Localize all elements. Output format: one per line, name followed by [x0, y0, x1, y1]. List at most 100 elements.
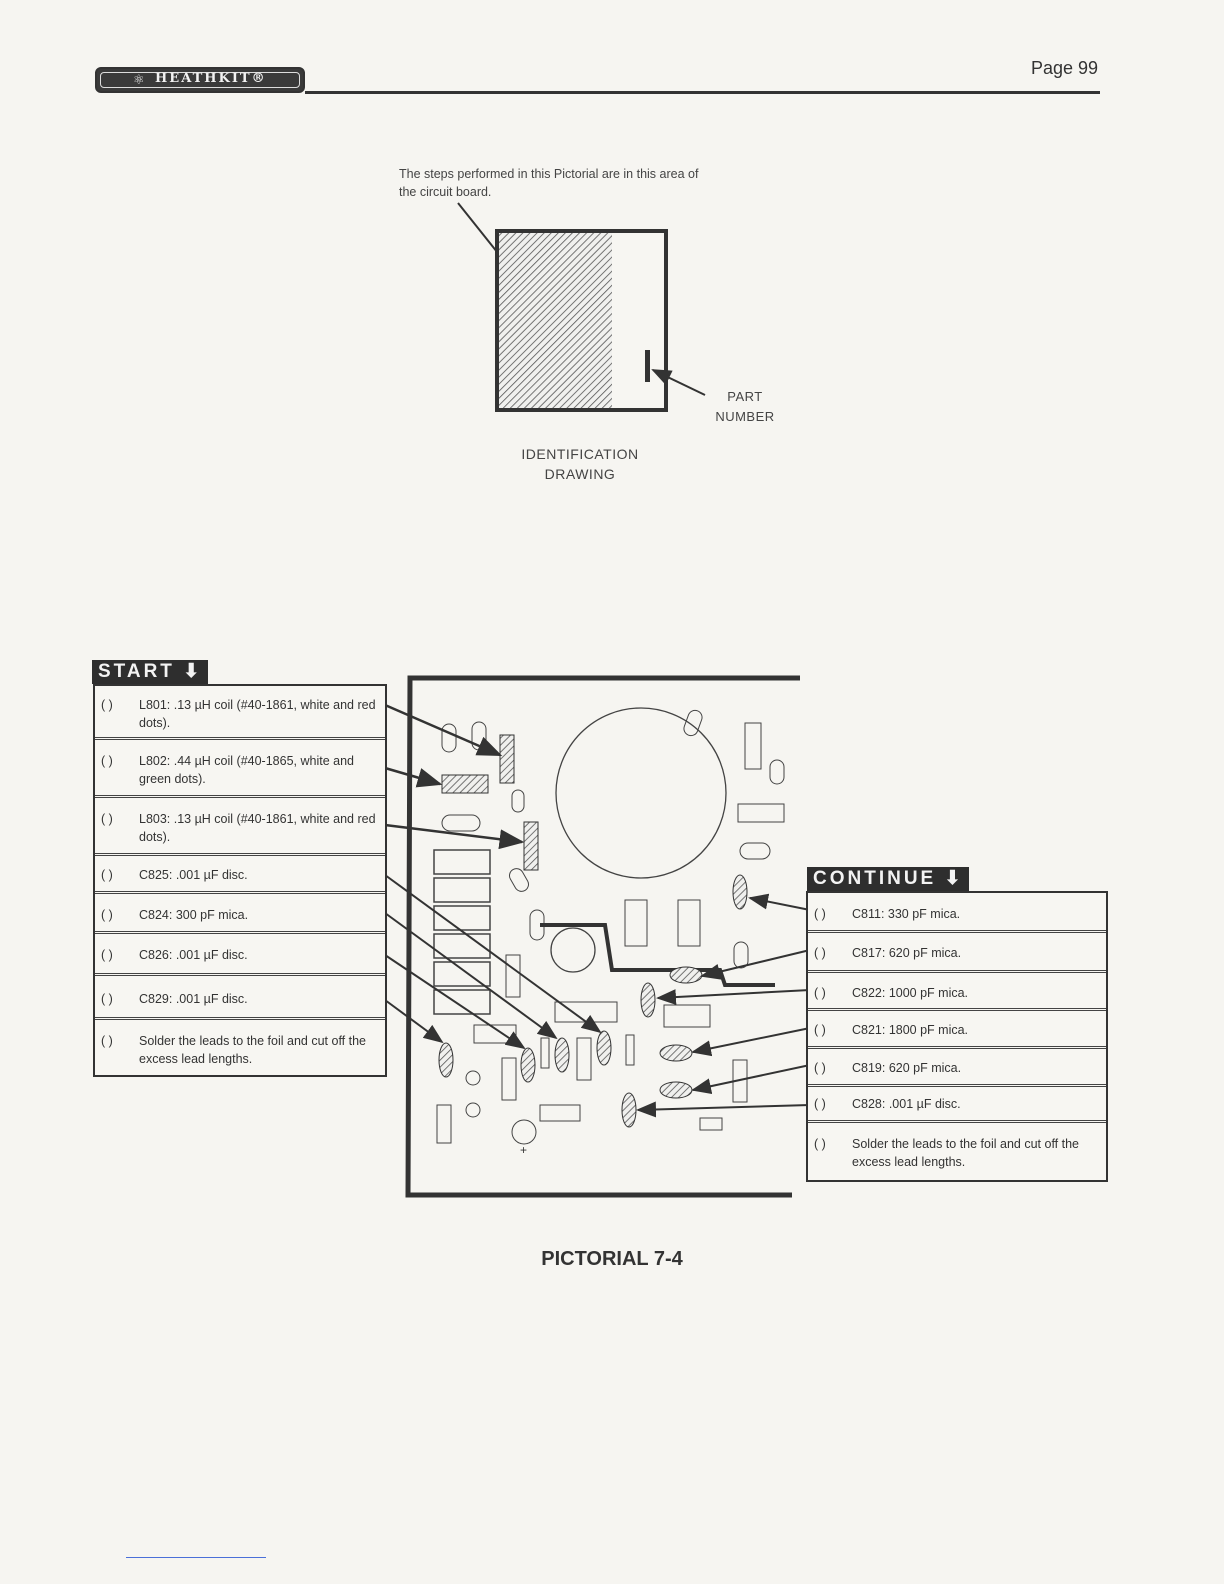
- arrow-l802: [384, 766, 443, 788]
- step-text: C822: 1000 pF mica.: [852, 986, 969, 1000]
- capacitor-c824: [554, 1037, 570, 1073]
- continue-step-list: ( ) C811: 330 pF mica. ( ) C817: 620 pF …: [806, 891, 1108, 1182]
- pad-outline: [465, 1070, 481, 1086]
- list-item[interactable]: ( ) C824: 300 pF mica.: [95, 894, 385, 934]
- step-checkbox[interactable]: ( ): [101, 754, 113, 768]
- circuit-board-pictorial: +: [384, 675, 811, 1198]
- identification-caption: IDENTIFICATION DRAWING: [521, 446, 639, 482]
- heathkit-logo: ⚛ HEATHKIT®: [95, 67, 305, 93]
- pad-oval: [509, 868, 529, 892]
- step-text: Solder the leads to the foil and cut off…: [852, 1137, 1080, 1169]
- arrow-c819: [691, 1064, 811, 1095]
- step-text: C824: 300 pF mica.: [139, 908, 249, 922]
- step-text: C819: 620 pF mica.: [852, 1061, 962, 1075]
- logo-text: HEATHKIT®: [155, 71, 267, 86]
- list-item[interactable]: ( ) C811: 330 pF mica.: [808, 893, 1106, 933]
- list-item[interactable]: ( ) C819: 620 pF mica.: [808, 1049, 1106, 1087]
- capacitor-c817: [669, 966, 703, 984]
- pad-oval: [683, 709, 703, 737]
- pad-oval: [441, 814, 481, 832]
- capacitor-outline: [511, 1119, 537, 1145]
- coil-l802: [441, 774, 489, 794]
- capacitor-c829: [438, 1042, 454, 1078]
- coil-l801: [499, 734, 515, 784]
- step-checkbox[interactable]: ( ): [814, 1023, 826, 1037]
- arrow-c824: [384, 912, 558, 1040]
- component-box: [501, 1057, 517, 1101]
- atom-icon: ⚛: [133, 72, 145, 87]
- component-box: [677, 899, 701, 947]
- step-text: L803: .13 µH coil (#40-1861, white and r…: [139, 812, 376, 844]
- list-item[interactable]: ( ) Solder the leads to the foil and cut…: [808, 1123, 1106, 1180]
- list-item[interactable]: ( ) C822: 1000 pF mica.: [808, 973, 1106, 1011]
- capacitor-c822: [640, 982, 656, 1018]
- diode-outline: [625, 1034, 635, 1066]
- list-item[interactable]: ( ) C817: 620 pF mica.: [808, 933, 1106, 973]
- step-text: C828: .001 µF disc.: [852, 1097, 961, 1111]
- page-number: Page 99: [1030, 58, 1098, 78]
- arrow-l801: [384, 703, 503, 757]
- list-item[interactable]: ( ) L803: .13 µH coil (#40-1861, white a…: [95, 798, 385, 856]
- component-box: [624, 899, 648, 947]
- component-block: [433, 961, 491, 987]
- step-checkbox[interactable]: ( ): [101, 992, 113, 1006]
- diode-outline: [540, 1037, 550, 1069]
- step-text: C829: .001 µF disc.: [139, 992, 248, 1006]
- pad-oval: [511, 789, 525, 813]
- step-text: C811: 330 pF mica.: [852, 907, 961, 921]
- step-checkbox[interactable]: ( ): [101, 908, 113, 922]
- part-number-arrow: [651, 369, 706, 396]
- list-item[interactable]: ( ) C825: .001 µF disc.: [95, 856, 385, 894]
- header-rule: [305, 91, 1100, 94]
- down-arrow-icon: ⬇: [174, 661, 203, 682]
- identification-note: The steps performed in this Pictorial ar…: [399, 167, 699, 199]
- step-checkbox[interactable]: ( ): [814, 907, 826, 921]
- list-item[interactable]: ( ) C826: .001 µF disc.: [95, 934, 385, 976]
- arrow-c811: [748, 893, 811, 911]
- step-checkbox[interactable]: ( ): [101, 948, 113, 962]
- step-checkbox[interactable]: ( ): [814, 1097, 826, 1111]
- arrow-c821: [691, 1027, 811, 1057]
- step-checkbox[interactable]: ( ): [814, 1137, 826, 1151]
- capacitor-c811: [732, 874, 748, 910]
- foil-trace: [540, 923, 775, 987]
- component-block: [433, 849, 491, 875]
- plus-mark: +: [520, 1143, 527, 1157]
- component-box: [737, 803, 785, 823]
- step-checkbox[interactable]: ( ): [814, 986, 826, 1000]
- capacitor-c821: [659, 1044, 693, 1062]
- capacitor-c826: [520, 1047, 536, 1083]
- arrow-c822: [656, 989, 811, 1006]
- step-checkbox[interactable]: ( ): [814, 946, 826, 960]
- start-tag: START ⬇: [92, 660, 209, 684]
- step-checkbox[interactable]: ( ): [101, 812, 113, 826]
- list-item[interactable]: ( ) C828: .001 µF disc.: [808, 1087, 1106, 1123]
- list-item[interactable]: ( ) C821: 1800 pF mica.: [808, 1011, 1106, 1049]
- step-text: L802: .44 µH coil (#40-1865, white and g…: [139, 754, 354, 786]
- pad-oval: [441, 723, 457, 753]
- component-block: [433, 877, 491, 903]
- list-item[interactable]: ( ) L801: .13 µH coil (#40-1861, white a…: [95, 686, 385, 740]
- capacitor-c828: [621, 1092, 637, 1128]
- step-checkbox[interactable]: ( ): [814, 1061, 826, 1075]
- arrow-c826: [384, 954, 526, 1050]
- component-box: [505, 954, 521, 998]
- step-checkbox[interactable]: ( ): [101, 868, 113, 882]
- capacitor-c825: [596, 1030, 612, 1066]
- list-item[interactable]: ( ) C829: .001 µF disc.: [95, 976, 385, 1020]
- step-text: Solder the leads to the foil and cut off…: [139, 1034, 367, 1066]
- component-block: [433, 989, 491, 1015]
- component-box: [436, 1104, 452, 1144]
- component-box: [663, 1004, 711, 1028]
- step-text: C821: 1800 pF mica.: [852, 1023, 969, 1037]
- step-text: C825: .001 µF disc.: [139, 868, 248, 882]
- step-checkbox[interactable]: ( ): [101, 1034, 113, 1048]
- step-text: L801: .13 µH coil (#40-1861, white and r…: [139, 698, 376, 730]
- list-item[interactable]: ( ) L802: .44 µH coil (#40-1865, white a…: [95, 740, 385, 798]
- arrow-c825: [384, 874, 602, 1034]
- transistor-outline: [550, 927, 596, 973]
- step-checkbox[interactable]: ( ): [101, 698, 113, 712]
- footer-line: [126, 1557, 266, 1558]
- pad-outline: [465, 1102, 481, 1118]
- list-item[interactable]: ( ) Solder the leads to the foil and cut…: [95, 1020, 385, 1075]
